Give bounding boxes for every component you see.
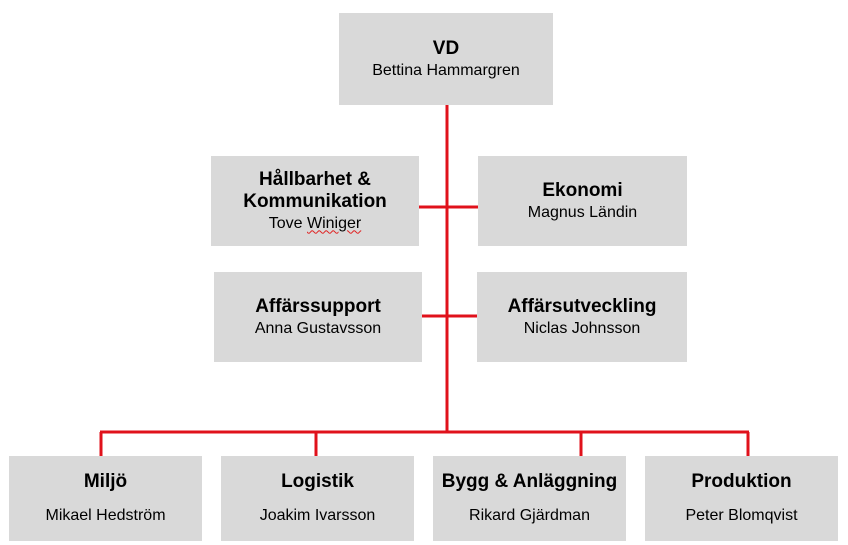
department-title: Miljö [83,471,128,492]
staff-box-affarsutveckling: Affärsutveckling Niclas Johnsson [477,272,687,362]
ceo-title: VD [432,37,460,59]
ceo-box: VD Bettina Hammargren [339,13,553,105]
department-title: Logistik [281,471,354,492]
department-box-bygg: Bygg & Anläggning Rikard Gjärdman [433,456,626,541]
staff-box-ekonomi: Ekonomi Magnus Ländin [478,156,687,246]
ceo-name: Bettina Hammargren [372,61,520,79]
department-name: Rikard Gjärdman [469,507,590,524]
staff-name: Niclas Johnsson [523,319,641,337]
department-box-produktion: Produktion Peter Blomqvist [645,456,838,541]
staff-name: Tove Winiger [269,213,361,234]
department-box-miljo: Miljö Mikael Hedström [9,456,202,541]
department-name: Peter Blomqvist [685,507,798,524]
staff-name-first: Tove [268,214,303,232]
staff-title: Ekonomi [542,179,623,201]
staff-title: Affärsutveckling [507,295,657,317]
staff-box-affarssupport: Affärssupport Anna Gustavsson [214,272,422,362]
staff-name-surname: Winiger [307,214,362,232]
department-title: Produktion [691,471,792,492]
department-name: Joakim Ivarsson [259,507,376,524]
staff-name: Magnus Ländin [527,203,638,221]
department-name: Mikael Hedström [45,507,166,524]
staff-name: Anna Gustavsson [254,319,382,337]
department-title: Bygg & Anläggning [441,471,618,492]
staff-box-hallbarhet: Hållbarhet & Kommunikation Tove Winiger [211,156,419,246]
staff-title: Hållbarhet & Kommunikation [243,168,387,212]
department-box-logistik: Logistik Joakim Ivarsson [221,456,414,541]
staff-title: Affärssupport [255,295,381,317]
